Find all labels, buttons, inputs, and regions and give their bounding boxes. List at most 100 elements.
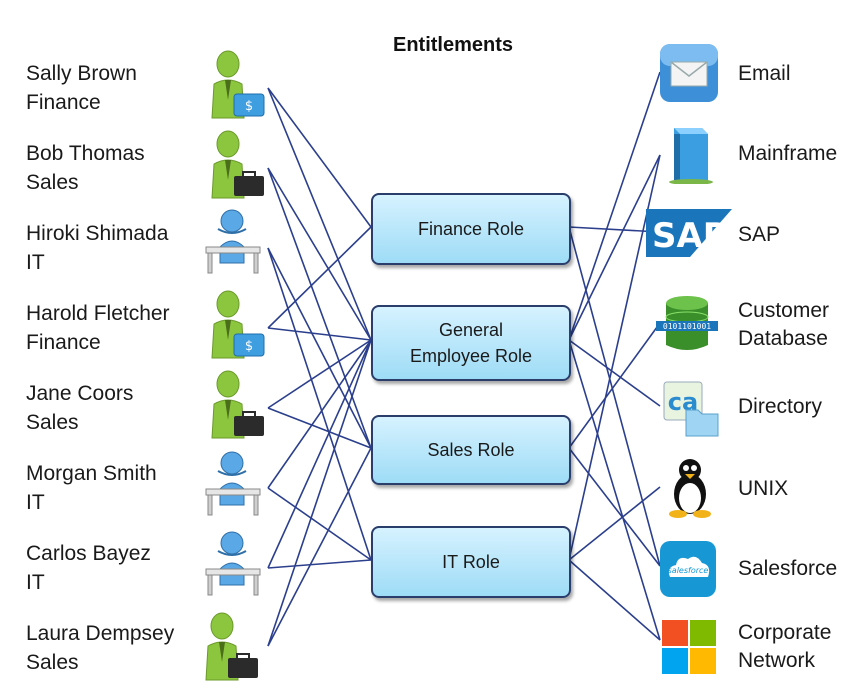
user-name: Hiroki Shimada — [26, 222, 169, 245]
linux-penguin-icon — [662, 456, 724, 518]
salesforce-icon: salesforce — [658, 539, 720, 601]
connection-line — [568, 486, 661, 561]
user-name: Bob Thomas — [26, 142, 145, 165]
system-label-directory: Directory — [738, 393, 822, 421]
connection-line — [568, 154, 661, 341]
system-name-line2: Database — [738, 327, 828, 350]
user-label-sally-brown: Sally Brown Finance — [26, 59, 137, 117]
user-label-bob-thomas: Bob Thomas Sales — [26, 139, 145, 197]
diagram-title: Entitlements — [392, 34, 514, 56]
connection-line — [568, 339, 661, 407]
connection-line — [267, 447, 372, 647]
connection-line — [267, 407, 372, 449]
user-dept: Finance — [26, 91, 101, 114]
user-name: Morgan Smith — [26, 462, 157, 485]
it-user-icon — [202, 529, 264, 599]
connection-line — [267, 247, 372, 561]
salesforce-logo-text: salesforce — [668, 566, 709, 575]
sales-user-icon — [206, 370, 268, 440]
system-label-unix: UNIX — [738, 475, 788, 503]
connection-line — [568, 226, 661, 567]
system-label-salesforce: Salesforce — [738, 555, 837, 583]
connection-line — [568, 447, 661, 567]
role-label: Sales Role — [427, 440, 515, 460]
user-name: Carlos Bayez — [26, 542, 151, 565]
system-name-line2: Network — [738, 649, 816, 672]
role-label: General Employee Role — [409, 320, 533, 366]
role-general-employee: General Employee Role — [371, 305, 571, 381]
user-dept: Sales — [26, 411, 79, 434]
role-label: Finance Role — [417, 219, 525, 239]
system-name: Email — [738, 62, 791, 85]
connection-line — [267, 339, 372, 409]
system-name: SAP — [738, 223, 781, 246]
system-label-corporate-network: Corporate Network — [738, 619, 831, 675]
connection-line — [267, 339, 372, 569]
sap-logo-text: SAP — [652, 216, 728, 256]
database-binary-text: 0101101001 — [663, 322, 711, 331]
mainframe-icon — [664, 122, 726, 184]
database-icon: 0101101001 — [656, 293, 718, 355]
connection-line — [267, 339, 372, 647]
user-label-jane-coors: Jane Coors Sales — [26, 379, 133, 437]
email-icon — [658, 42, 720, 104]
user-dept: IT — [26, 251, 45, 274]
sales-user-icon — [200, 612, 262, 682]
system-label-email: Email — [738, 60, 791, 88]
user-label-morgan-smith: Morgan Smith IT — [26, 459, 157, 517]
connection-line — [267, 167, 372, 341]
connection-line — [267, 487, 372, 561]
connection-line — [568, 559, 661, 641]
system-label-sap: SAP — [738, 221, 780, 249]
user-dept: Sales — [26, 171, 79, 194]
connection-line — [568, 339, 661, 641]
it-user-icon — [202, 207, 264, 277]
role-it: IT Role — [371, 526, 571, 598]
system-name: UNIX — [738, 477, 789, 500]
connection-line — [568, 154, 661, 561]
user-name: Jane Coors — [26, 382, 134, 405]
connection-line — [568, 322, 661, 449]
connection-line — [267, 339, 372, 489]
connection-line — [267, 226, 372, 329]
connection-line — [267, 327, 372, 341]
user-name: Sally Brown — [26, 62, 137, 85]
windows-logo-icon — [660, 618, 722, 680]
system-name: Mainframe — [738, 142, 838, 165]
user-name: Laura Dempsey — [26, 622, 175, 645]
connection-line — [568, 226, 661, 233]
user-name: Harold Fletcher — [26, 302, 170, 325]
system-label-mainframe: Mainframe — [738, 140, 837, 168]
connection-line — [267, 559, 372, 569]
system-name: Corporate — [738, 621, 832, 644]
sap-logo-icon: SAP — [644, 205, 734, 267]
role-label: IT Role — [442, 552, 500, 572]
user-dept: Finance — [26, 331, 101, 354]
role-finance: Finance Role — [371, 193, 571, 265]
role-sales: Sales Role — [371, 415, 571, 485]
svg-text:$: $ — [245, 99, 253, 114]
user-dept: IT — [26, 571, 45, 594]
user-dept: IT — [26, 491, 45, 514]
it-user-icon — [202, 449, 264, 519]
user-dept: Sales — [26, 651, 79, 674]
system-name: Customer — [738, 299, 830, 322]
svg-text:$: $ — [245, 339, 253, 354]
connection-line — [267, 87, 372, 228]
directory-icon: ca — [660, 378, 722, 440]
system-label-customer-database: Customer Database — [738, 297, 829, 353]
system-name: Salesforce — [738, 557, 838, 580]
system-name: Directory — [738, 395, 823, 418]
user-label-harold-fletcher: Harold Fletcher Finance — [26, 299, 170, 357]
sales-user-icon — [206, 130, 268, 200]
connection-line — [568, 71, 661, 341]
finance-user-icon: $ — [206, 50, 268, 120]
finance-user-icon: $ — [206, 290, 268, 360]
user-label-carlos-bayez: Carlos Bayez IT — [26, 539, 151, 597]
connection-line — [267, 167, 372, 449]
user-label-hiroki-shimada: Hiroki Shimada IT — [26, 219, 168, 277]
user-label-laura-dempsey: Laura Dempsey Sales — [26, 619, 174, 677]
connection-line — [267, 87, 372, 341]
